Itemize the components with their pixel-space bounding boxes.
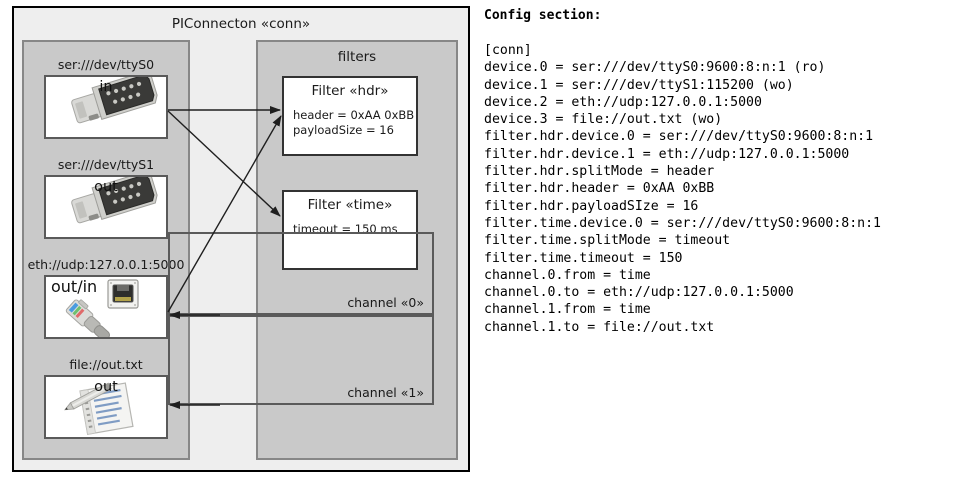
piconnector-title: PIConnecton «conn»: [171, 16, 311, 32]
device-direction: out/in: [51, 277, 98, 296]
serial-connector-icon: [46, 177, 166, 237]
device-label: ser:///dev/ttyS0: [57, 57, 155, 72]
filter-title: Filter «time»: [307, 197, 393, 213]
device-ser-ttys1[interactable]: ser:///dev/ttyS1 out: [34, 157, 178, 247]
config-body-text: [conn] device.0 = ser:///dev/ttyS0:9600:…: [484, 43, 881, 335]
architecture-diagram: PIConnecton «conn» filters ser:///dev/tt…: [0, 0, 478, 484]
device-ser-ttys0[interactable]: ser:///dev/ttyS0 in: [34, 57, 178, 147]
filter-prop: header = 0xAA 0xBB: [293, 108, 415, 122]
device-eth-udp[interactable]: eth://udp:127.0.0.1:5000 out/in: [24, 257, 188, 347]
filter-title: Filter «hdr»: [311, 83, 389, 99]
channel-0-route: channel «0»: [168, 232, 434, 315]
device-direction: out: [94, 379, 118, 395]
device-direction: in: [99, 79, 113, 95]
channel-1-route: channel «1»: [168, 315, 434, 405]
ethernet-plug-icon: [46, 277, 166, 337]
device-label: file://out.txt: [69, 357, 143, 372]
device-label: ser:///dev/ttyS1: [57, 157, 155, 172]
filter-time-card[interactable]: Filter «time» timeout = 150 ms: [282, 190, 418, 270]
serial-connector-icon: [46, 77, 166, 137]
device-direction: out: [94, 179, 118, 195]
channel-1-label: channel «1»: [347, 385, 424, 400]
device-file-out-txt[interactable]: file://out.txt out: [34, 357, 178, 447]
config-heading: Config section:: [484, 8, 602, 23]
filter-properties: header = 0xAA 0xBB payloadSize = 16: [293, 108, 414, 138]
config-section: Config section: [conn] device.0 = ser://…: [482, 0, 964, 484]
channel-0-label: channel «0»: [347, 295, 424, 310]
text-file-icon: [46, 377, 166, 437]
filter-hdr-card[interactable]: Filter «hdr» header = 0xAA 0xBB payloadS…: [282, 76, 418, 156]
filters-group-title: filters: [337, 49, 377, 65]
device-label: eth://udp:127.0.0.1:5000: [27, 257, 185, 272]
filter-prop: payloadSize = 16: [293, 123, 394, 137]
